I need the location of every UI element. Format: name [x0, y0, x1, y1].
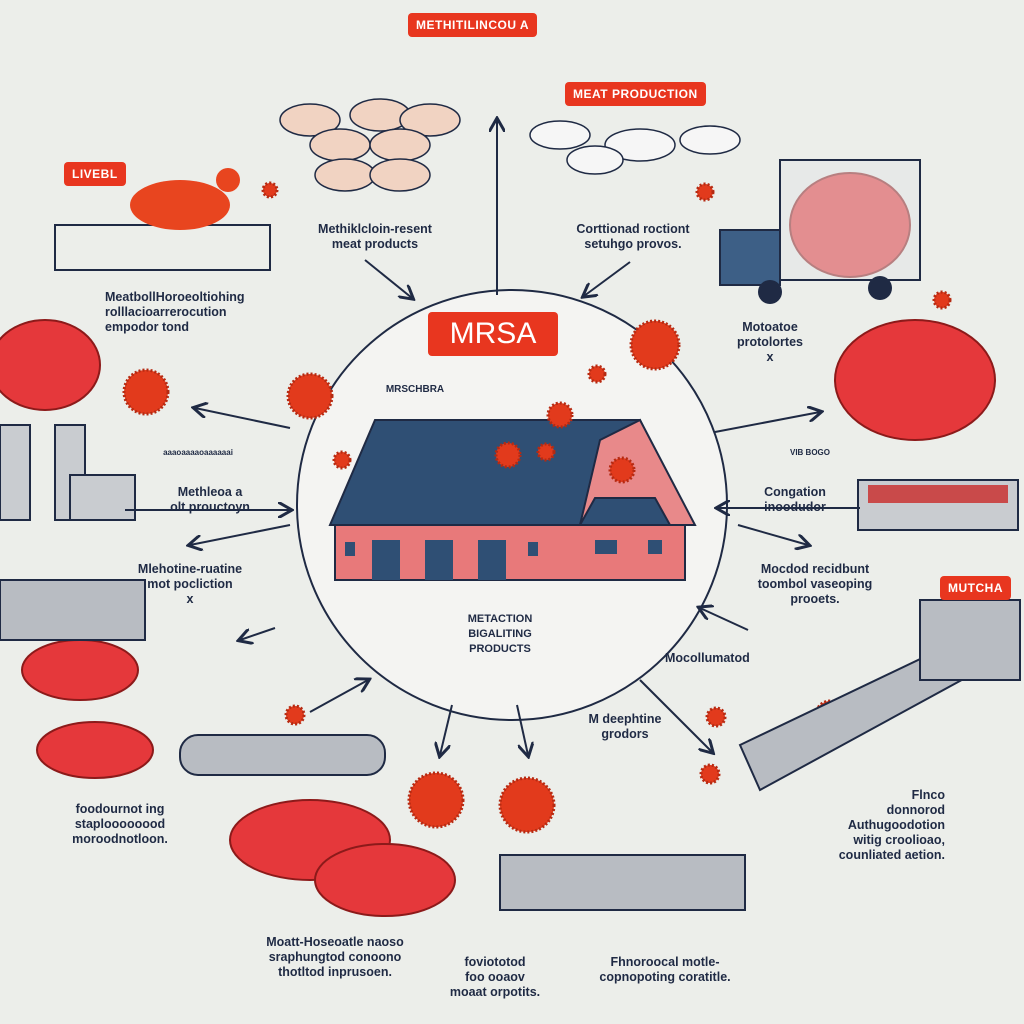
farm-house-illustration	[328, 418, 697, 581]
label-mocollumated: Mocollumatod	[665, 651, 750, 665]
label-right-cows: Corttionad roctiont setuhgo provos.	[576, 222, 690, 251]
label-left-bottom: foodournot ing staploooooood moroodnotlo…	[72, 802, 168, 846]
label-circle-bottom: METACTION BIGALITING PRODUCTS	[467, 613, 533, 655]
animal-herds	[279, 98, 461, 192]
label-right-tray-top: VIB BOGO	[789, 448, 830, 457]
tag-livestock: LIVEBL	[64, 162, 126, 186]
livestock-pen	[54, 168, 271, 271]
machinery-illustrations	[0, 579, 1021, 911]
label-left-upper: MeatbollHoroeoltiohing rolllacioarrerocu…	[105, 290, 245, 334]
factory-illustration	[0, 424, 136, 521]
label-right-tray: Congation inoodudor	[764, 485, 826, 514]
label-right-truck: Motoatoe protolortes x	[737, 320, 803, 364]
truck-illustration	[719, 159, 921, 304]
bacteria-icons	[122, 181, 952, 834]
label-bottom-center: foviototod foo ooaov moaat orpotits.	[449, 955, 541, 999]
flow-arrows	[125, 120, 860, 755]
tag-mutcha: MUTCHA	[940, 576, 1011, 600]
label-bottom-right: Fhnoroocal motle- copnopoting coratitle.	[599, 955, 731, 984]
label-right-conveyor: Mocdod recidbunt toombol vaseoping prooe…	[757, 562, 873, 606]
tag-top: METHITILINCOU A	[408, 13, 538, 37]
mrsa-title: MRSA	[428, 312, 558, 356]
label-left-machine: Mlehotine-ruatine mot pocliction x	[137, 562, 243, 606]
tag-meat-production: MEAT PRODUCTION	[565, 82, 706, 106]
label-right-bottom: Flnco donnorod Authugoodotion witig croo…	[838, 788, 945, 862]
label-circle-small: MRSCHBRA	[385, 384, 445, 395]
label-left-pigs: Methiklcloin-resent meat products	[318, 222, 432, 251]
label-bottom-center-top: M deephtine grodors	[588, 712, 662, 741]
label-left-factory-top: aaaoaaaaoaaaaaai	[163, 448, 233, 457]
label-bottom-left: Moatt-Hoseoatle naoso sraphungtod conoon…	[266, 935, 404, 979]
label-left-factory: Methleoa a olt prouctoyn	[170, 485, 250, 514]
